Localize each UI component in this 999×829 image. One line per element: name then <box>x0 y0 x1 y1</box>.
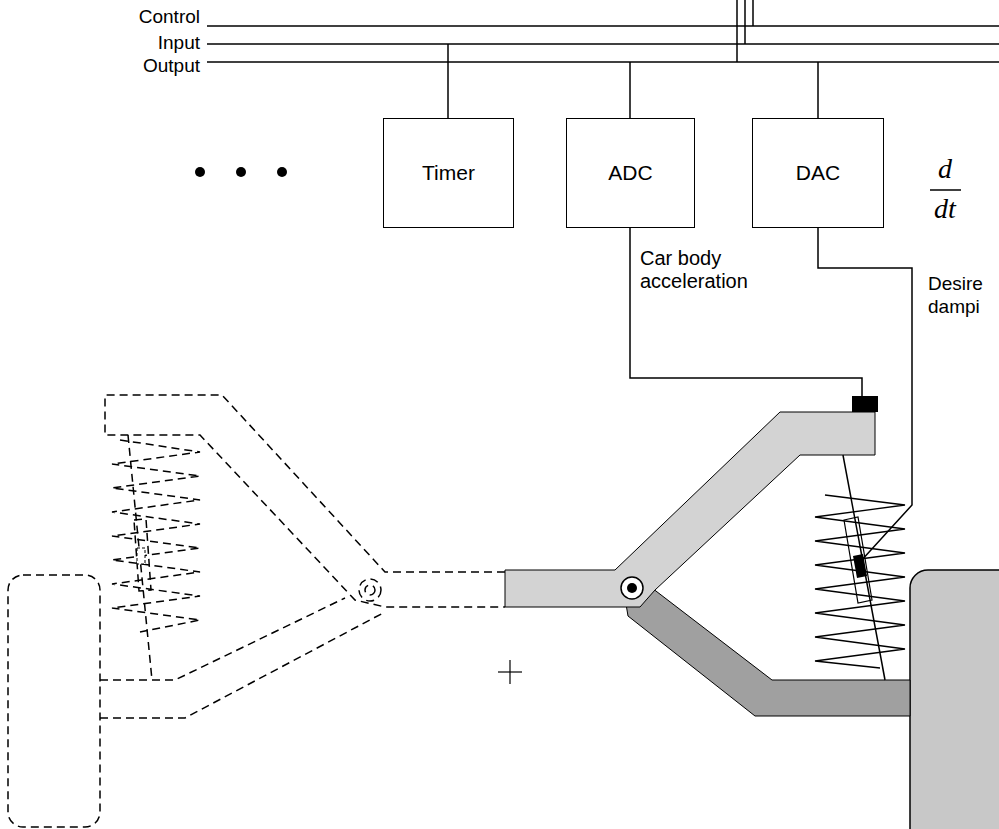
fraction-bar <box>930 189 961 191</box>
upper-arm <box>505 412 875 607</box>
center-mark <box>498 660 522 684</box>
signal-label: Desire <box>928 273 983 295</box>
pivot <box>621 577 643 599</box>
ghost-piston <box>137 548 145 564</box>
accelerometer <box>852 396 878 412</box>
lower-arm <box>625 588 910 716</box>
ellipsis-dots <box>195 167 287 177</box>
pivot-pin <box>627 583 637 593</box>
sensor-wire <box>630 228 862 396</box>
system-bus <box>207 0 999 118</box>
signal-label: dampi <box>928 296 980 318</box>
ghost-suspension <box>8 395 505 827</box>
damper-wire <box>818 228 912 562</box>
signal-label: Car body acceleration <box>640 247 770 293</box>
box-label: Timer <box>422 160 475 185</box>
damper-piston <box>853 554 867 578</box>
formula-text: d <box>938 154 952 184</box>
bus-signal-name: Control <box>139 6 200 28</box>
process-box: ADC <box>566 118 695 228</box>
bus-signal-name: Input <box>158 32 200 54</box>
box-label: ADC <box>608 160 652 185</box>
box-label: DAC <box>796 160 840 185</box>
formula-text: dt <box>934 194 956 224</box>
damper-body <box>844 517 872 603</box>
process-box: Timer <box>383 118 514 228</box>
wheel <box>910 570 999 829</box>
damper-rod <box>843 455 885 680</box>
process-box: DAC <box>752 118 884 228</box>
spring <box>815 495 905 668</box>
bus-signal-name: Output <box>143 55 200 77</box>
